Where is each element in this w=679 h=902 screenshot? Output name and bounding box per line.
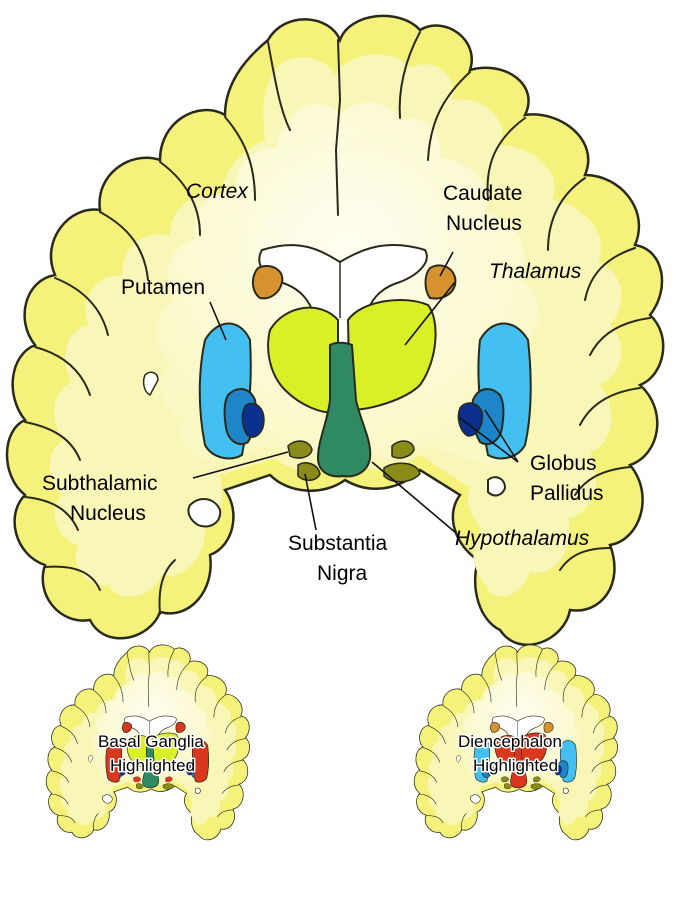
thumb1-line1: Basal Ganglia	[98, 732, 204, 751]
label-cortex: Cortex	[186, 180, 249, 203]
thumb1-line2: Highlighted	[110, 756, 195, 775]
label-hypothalamus: Hypothalamus	[455, 527, 590, 550]
label-putamen: Putamen	[121, 276, 205, 299]
label-subthalamic-line2: Nucleus	[70, 502, 146, 525]
thumb2-line1: Diencephalon	[458, 732, 562, 751]
label-caudate-line1: Caudate	[443, 182, 522, 205]
label-subthalamic-line1: Subthalamic	[42, 472, 158, 495]
label-substantia-line1: Substantia	[288, 532, 388, 555]
thumb2-line2: Highlighted	[473, 756, 558, 775]
label-caudate-line2: Nucleus	[446, 212, 522, 235]
label-substantia-line2: Nigra	[317, 562, 368, 585]
label-thalamus: Thalamus	[489, 260, 582, 283]
label-globus-line1: Globus	[530, 452, 597, 475]
label-globus-line2: Pallidus	[530, 482, 604, 505]
